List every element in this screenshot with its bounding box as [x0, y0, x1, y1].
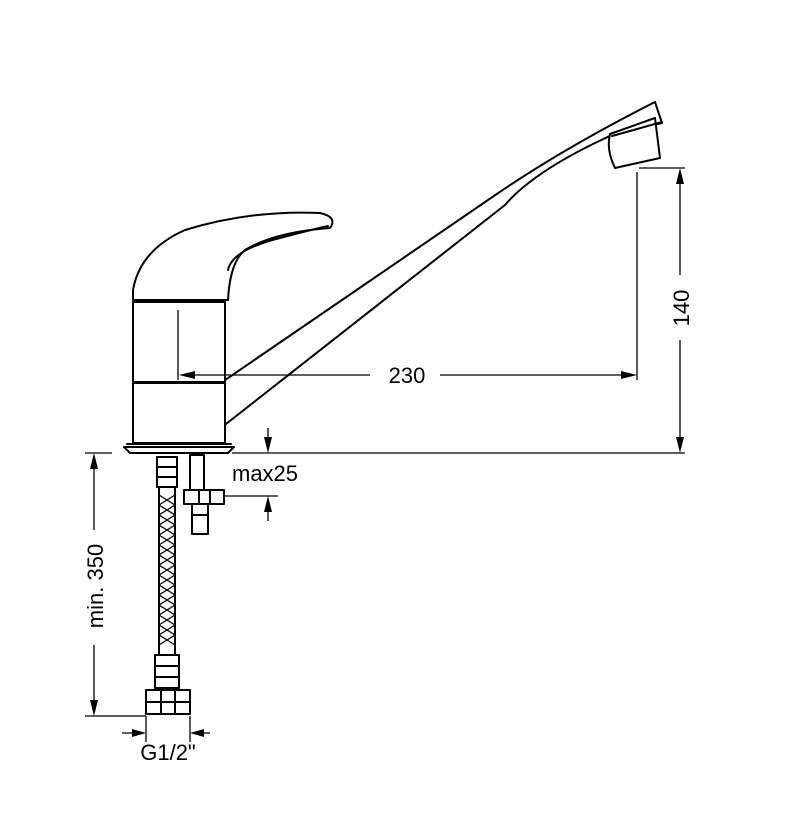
dimension-label-g-half-inch: G1/2": [140, 740, 196, 765]
spout: [195, 101, 663, 425]
dimension-spout-reach: 230: [179, 363, 637, 388]
mounting-stud: [183, 454, 225, 535]
supply-hose: [145, 456, 191, 715]
dimension-label-140: 140: [669, 290, 694, 327]
mixer-body: [123, 301, 235, 454]
reference-lines: [85, 167, 685, 742]
dimension-label-min-350: min. 350: [83, 544, 108, 628]
lever-handle: [132, 211, 334, 301]
dimension-label-max25: max25: [232, 461, 298, 486]
dimension-label-230: 230: [389, 363, 426, 388]
dimension-connection-thread: G1/2": [122, 729, 210, 765]
dimension-hose-length: min. 350: [83, 453, 108, 716]
dimension-max-thickness: max25: [232, 428, 298, 521]
dimension-spout-height: 140: [669, 168, 694, 453]
